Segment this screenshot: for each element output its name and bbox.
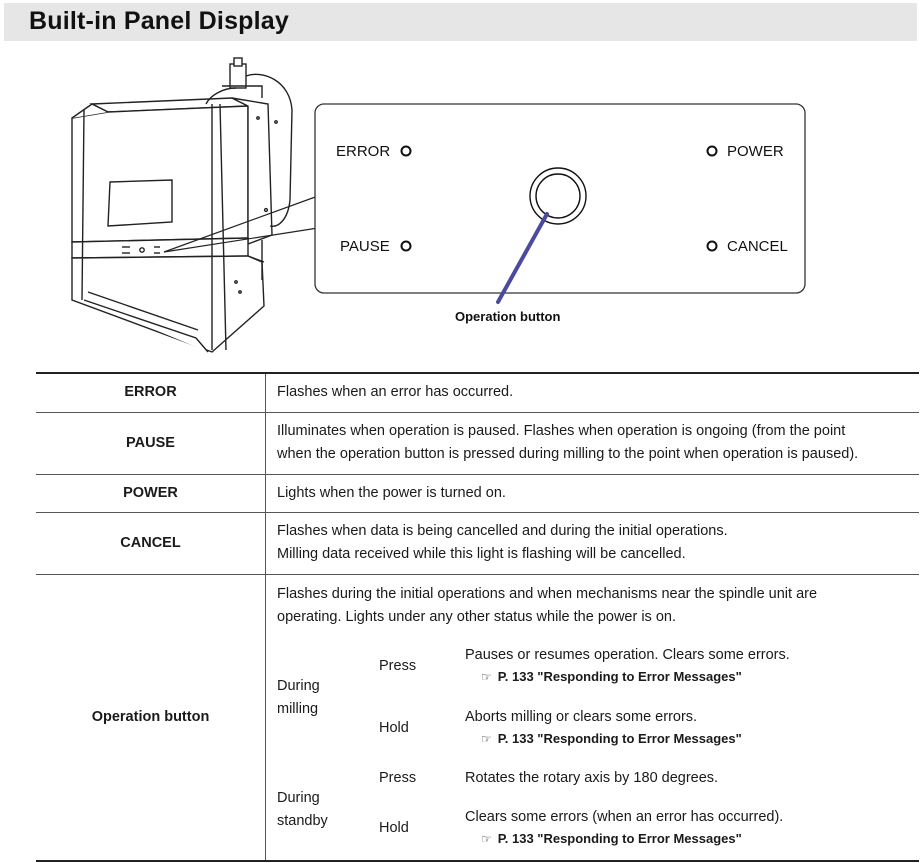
action-desc: Clears some errors (when an error has oc… xyxy=(454,798,919,860)
milling-machine-drawing xyxy=(71,57,293,353)
reference-link[interactable]: ☞ P. 133 "Responding to Error Messages" xyxy=(465,665,919,689)
subrow-milling-hold: Hold Aborts milling or clears some error… xyxy=(266,698,919,760)
table-row-pause: PAUSE Illuminates when operation is paus… xyxy=(36,411,919,475)
table-row-operation: Operation button Flashes during the init… xyxy=(36,573,919,862)
action-press: Press xyxy=(379,658,417,674)
reference-text: P. 133 "Responding to Error Messages" xyxy=(497,831,742,846)
milling-hold-desc: Aborts milling or clears some errors. xyxy=(465,709,698,725)
operation-desc-line2: operating. Lights under any other status… xyxy=(277,608,676,625)
mode-milling-line2: milling xyxy=(277,700,319,717)
table-row-error: ERROR Flashes when an error has occurred… xyxy=(36,372,919,413)
row-desc-pause-line2: when the operation button is pressed dur… xyxy=(277,446,859,462)
action-desc: Aborts milling or clears some errors. ☞ P… xyxy=(454,698,919,760)
operation-desc-line1: Flashes during the initial operations an… xyxy=(277,585,818,602)
operation-desc: Flashes during the initial operations an… xyxy=(266,575,919,636)
row-key-power: POWER xyxy=(36,473,266,513)
action-hold: Hold xyxy=(379,820,409,836)
cancel-lamp-icon xyxy=(706,240,718,252)
subrow-standby-press: During standby Press Rotates the rotary … xyxy=(266,760,919,829)
pointing-hand-icon: ☞ xyxy=(481,832,492,846)
pointing-hand-icon: ☞ xyxy=(481,670,492,684)
row-key-pause: PAUSE xyxy=(36,411,266,475)
standby-press-desc: Rotates the rotary axis by 180 degrees. xyxy=(465,770,719,786)
row-desc-operation: Flashes during the initial operations an… xyxy=(265,573,919,862)
row-desc-pause-line1: Illuminates when operation is paused. Fl… xyxy=(277,423,846,439)
leader-line-upper xyxy=(163,195,319,253)
subrow-standby-hold: Hold Clears some errors (when an error h… xyxy=(266,798,919,860)
pointing-hand-icon: ☞ xyxy=(481,732,492,746)
error-lamp-icon xyxy=(400,145,412,157)
mode-standby: During standby xyxy=(266,760,368,860)
row-desc-cancel: Flashes when data is being cancelled and… xyxy=(265,511,919,575)
reference-link[interactable]: ☞ P. 133 "Responding to Error Messages" xyxy=(465,727,919,751)
power-lamp-icon xyxy=(706,145,718,157)
leader-line-lower xyxy=(163,227,319,253)
row-desc-cancel-line2: Milling data received while this light i… xyxy=(277,546,686,562)
row-key-error: ERROR xyxy=(36,372,266,413)
action-hold: Hold xyxy=(379,720,409,736)
milling-press-desc: Pauses or resumes operation. Clears some… xyxy=(465,647,790,663)
mode-milling: During milling xyxy=(266,636,368,760)
operation-button-inner-icon xyxy=(535,173,581,219)
reference-link[interactable]: ☞ P. 133 "Responding to Error Messages" xyxy=(465,827,919,851)
row-key-operation: Operation button xyxy=(36,573,266,862)
operation-button-pointer xyxy=(496,212,549,304)
row-desc-cancel-line1: Flashes when data is being cancelled and… xyxy=(277,523,728,539)
action-press: Press xyxy=(379,770,417,786)
page-title: Built-in Panel Display xyxy=(29,7,290,35)
row-desc-pause: Illuminates when operation is paused. Fl… xyxy=(265,411,919,475)
row-desc-error: Flashes when an error has occurred. xyxy=(265,372,919,413)
indicator-table: ERROR Flashes when an error has occurred… xyxy=(36,372,919,862)
mode-standby-line2: standby xyxy=(277,812,328,829)
row-key-cancel: CANCEL xyxy=(36,511,266,575)
operation-button-callout: Operation button xyxy=(455,309,560,324)
cancel-label: CANCEL xyxy=(727,238,788,255)
mode-standby-line1: During xyxy=(277,789,320,806)
row-desc-power: Lights when the power is turned on. xyxy=(265,473,919,513)
reference-text: P. 133 "Responding to Error Messages" xyxy=(497,731,742,746)
mode-milling-line1: During xyxy=(277,677,320,694)
error-label: ERROR xyxy=(336,143,390,160)
table-row-power: POWER Lights when the power is turned on… xyxy=(36,473,919,513)
pause-lamp-icon xyxy=(400,240,412,252)
subrow-milling-press: During milling Press Pauses or resumes o… xyxy=(266,636,919,717)
standby-hold-desc: Clears some errors (when an error has oc… xyxy=(465,809,784,825)
heading-bar: Built-in Panel Display xyxy=(4,3,917,41)
pause-label: PAUSE xyxy=(340,238,390,255)
operation-subtable: During milling Press Pauses or resumes o… xyxy=(266,636,919,860)
action-desc: Pauses or resumes operation. Clears some… xyxy=(454,636,919,698)
machine-illustration: ERROR POWER PAUSE CANCEL Operation butto… xyxy=(71,57,806,353)
power-label: POWER xyxy=(727,143,784,160)
table-row-cancel: CANCEL Flashes when data is being cancel… xyxy=(36,511,919,575)
reference-text: P. 133 "Responding to Error Messages" xyxy=(497,669,742,684)
